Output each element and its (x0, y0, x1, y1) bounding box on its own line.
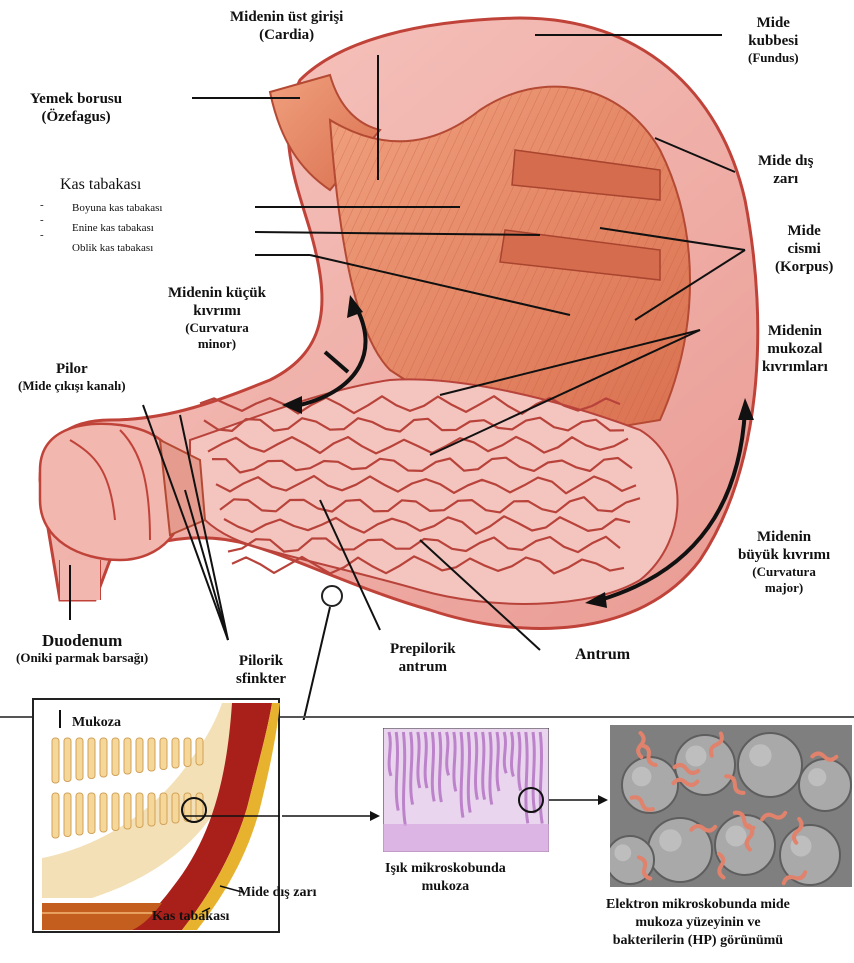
label-line: kıvrımları (762, 358, 828, 376)
inset-muscle-label: Kas tabakası (152, 908, 229, 926)
label-line: büyük kıvrımı (738, 546, 830, 564)
label-fundus: Mide kubbesi (Fundus) (748, 14, 799, 66)
label-line: antrum (390, 658, 456, 676)
label-line: Duodenum (16, 632, 148, 650)
sample-marker-circle (322, 586, 342, 606)
inset-mucosa-label: Mukoza (72, 714, 121, 732)
label-longitudinal: Boyuna kas tabakası (72, 198, 162, 218)
label-line: Midenin küçük (168, 284, 266, 302)
label-line: Mide dış (758, 152, 813, 170)
light-microscopy-panel (383, 728, 549, 852)
label-line: Pilorik (236, 652, 286, 670)
label-antrum: Antrum (575, 646, 630, 664)
stomach-illustration (0, 0, 854, 720)
label-prepyloric-antrum: Prepilorik antrum (390, 640, 456, 676)
label-esophagus: Yemek borusu (Özefagus) (30, 90, 122, 126)
label-lesser-curvature: Midenin küçük kıvrımı (Curvatura minor) (168, 284, 266, 352)
label-line: zarı (758, 170, 813, 188)
label-line: Prepilorik (390, 640, 456, 658)
caption-line: mukoza yüzeyinin ve (606, 914, 790, 932)
electron-micro-caption: Elektron mikroskobunda mide mukoza yüzey… (606, 896, 790, 950)
bullet: - (40, 198, 44, 213)
muscle-layer-list: Boyuna kas tabakası Enine kas tabakası O… (72, 198, 162, 258)
caption-line: mukoza (385, 878, 506, 896)
label-line: Midenin üst girişi (230, 8, 343, 26)
electron-microscopy-panel (610, 725, 852, 887)
label-oblique: Oblik kas tabakası (72, 238, 162, 258)
bullet: - (40, 213, 44, 228)
duodenum-descending (60, 560, 100, 600)
label-line: Mide (775, 222, 833, 240)
label-serosa: Mide dış zarı (758, 152, 813, 188)
label-line: Yemek borusu (30, 90, 122, 108)
label-duodenum: Duodenum (Oniki parmak barsağı) (16, 632, 148, 666)
caption-line: Elektron mikroskobunda mide (606, 896, 790, 914)
label-line: minor) (168, 336, 266, 352)
caption-line: Işık mikroskobunda (385, 860, 506, 878)
label-line: mukozal (762, 340, 828, 358)
light-micro-caption: Işık mikroskobunda mukoza (385, 860, 506, 896)
label-line: (Oniki parmak barsağı) (16, 650, 148, 666)
wall-section-panel: Mukoza Mide dış zarı Kas tabakası (32, 698, 282, 933)
label-muscle-layer-title: Kas tabakası (60, 176, 141, 194)
label-mucosal-folds: Midenin mukozal kıvrımları (762, 322, 828, 376)
label-line: (Korpus) (775, 258, 833, 276)
bullet: - (40, 228, 44, 243)
label-line: sfinkter (236, 670, 286, 688)
muscle-layer-bullets: - - - (40, 198, 44, 243)
label-line: (Fundus) (748, 50, 799, 66)
inset-serosa-label: Mide dış zarı (238, 884, 317, 902)
label-line: Midenin (738, 528, 830, 546)
label-line: kıvrımı (168, 302, 266, 320)
label-line: kubbesi (748, 32, 799, 50)
label-line: (Curvatura (168, 320, 266, 336)
label-pylorus: Pilor (Mide çıkışı kanalı) (18, 360, 126, 394)
label-circular: Enine kas tabakası (72, 218, 162, 238)
label-cardia: Midenin üst girişi (Cardia) (230, 8, 343, 44)
label-corpus: Mide cismi (Korpus) (775, 222, 833, 276)
label-line: (Cardia) (230, 26, 343, 44)
label-line: Midenin (762, 322, 828, 340)
label-line: (Curvatura (738, 564, 830, 580)
label-line: Pilor (18, 360, 126, 378)
label-line: cismi (775, 240, 833, 258)
label-line: major) (738, 580, 830, 596)
label-pyloric-sphincter: Pilorik sfinkter (236, 652, 286, 688)
label-line: Mide (748, 14, 799, 32)
caption-line: bakterilerin (HP) görünümü (606, 932, 790, 950)
label-line: (Mide çıkışı kanalı) (18, 378, 126, 394)
label-line: (Özefagus) (30, 108, 122, 126)
label-greater-curvature: Midenin büyük kıvrımı (Curvatura major) (738, 528, 830, 596)
